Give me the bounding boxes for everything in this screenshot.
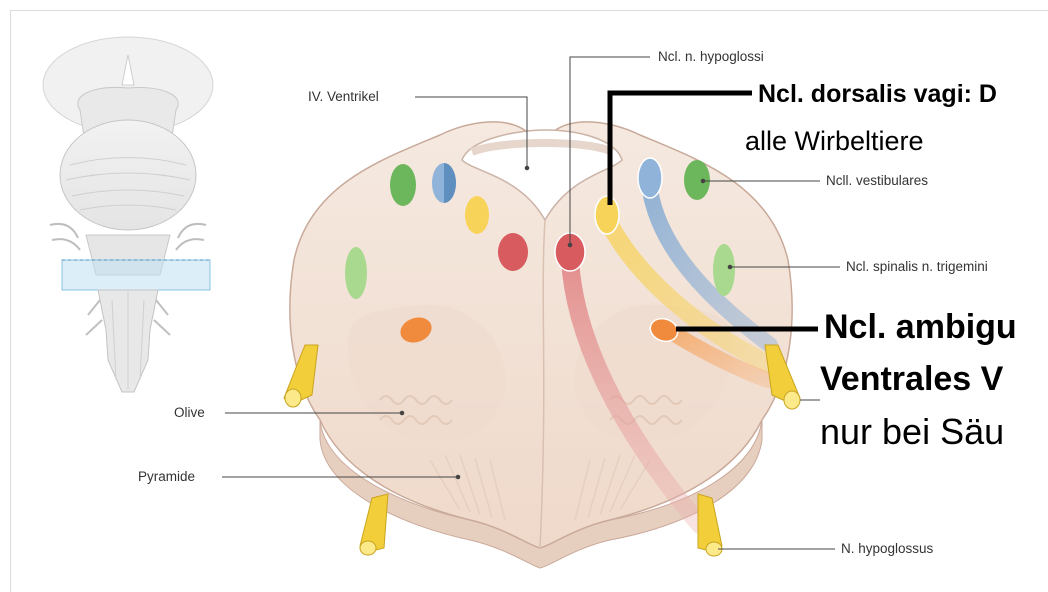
label-ventrikel: IV. Ventrikel (308, 90, 379, 104)
label-vestibulares: Ncll. vestibulares (826, 174, 928, 188)
label-hypoglossi: Ncl. n. hypoglossi (658, 50, 764, 64)
brainstem-thumbnail (43, 37, 213, 392)
vestibular-nucleus-left (390, 164, 416, 206)
label-pyramide: Pyramide (138, 470, 195, 484)
label-trigemini: Ncl. spinalis n. trigemini (846, 260, 988, 274)
trigeminal-nucleus-right (713, 244, 735, 296)
dorsal-vagal-nucleus-right (595, 196, 619, 234)
callout-dorsalis-sub: alle Wirbeltiere (745, 128, 924, 155)
blue-nucleus-right (638, 158, 662, 198)
vestibular-nucleus-right (684, 160, 710, 200)
callout-dorsalis: Ncl. dorsalis vagi: D (758, 82, 997, 107)
label-olive: Olive (174, 406, 205, 420)
trigeminal-nucleus-left (345, 247, 367, 299)
label-hypoglossus: N. hypoglossus (841, 542, 933, 556)
callout-ambiguus: Ncl. ambigu (824, 310, 1017, 344)
callout-ventrales: Ventrales V (820, 362, 1003, 396)
hypoglossal-nucleus-left (498, 233, 528, 271)
dorsal-vagal-nucleus-left (465, 196, 489, 234)
callout-saeuger: nur bei Säu (820, 414, 1004, 450)
